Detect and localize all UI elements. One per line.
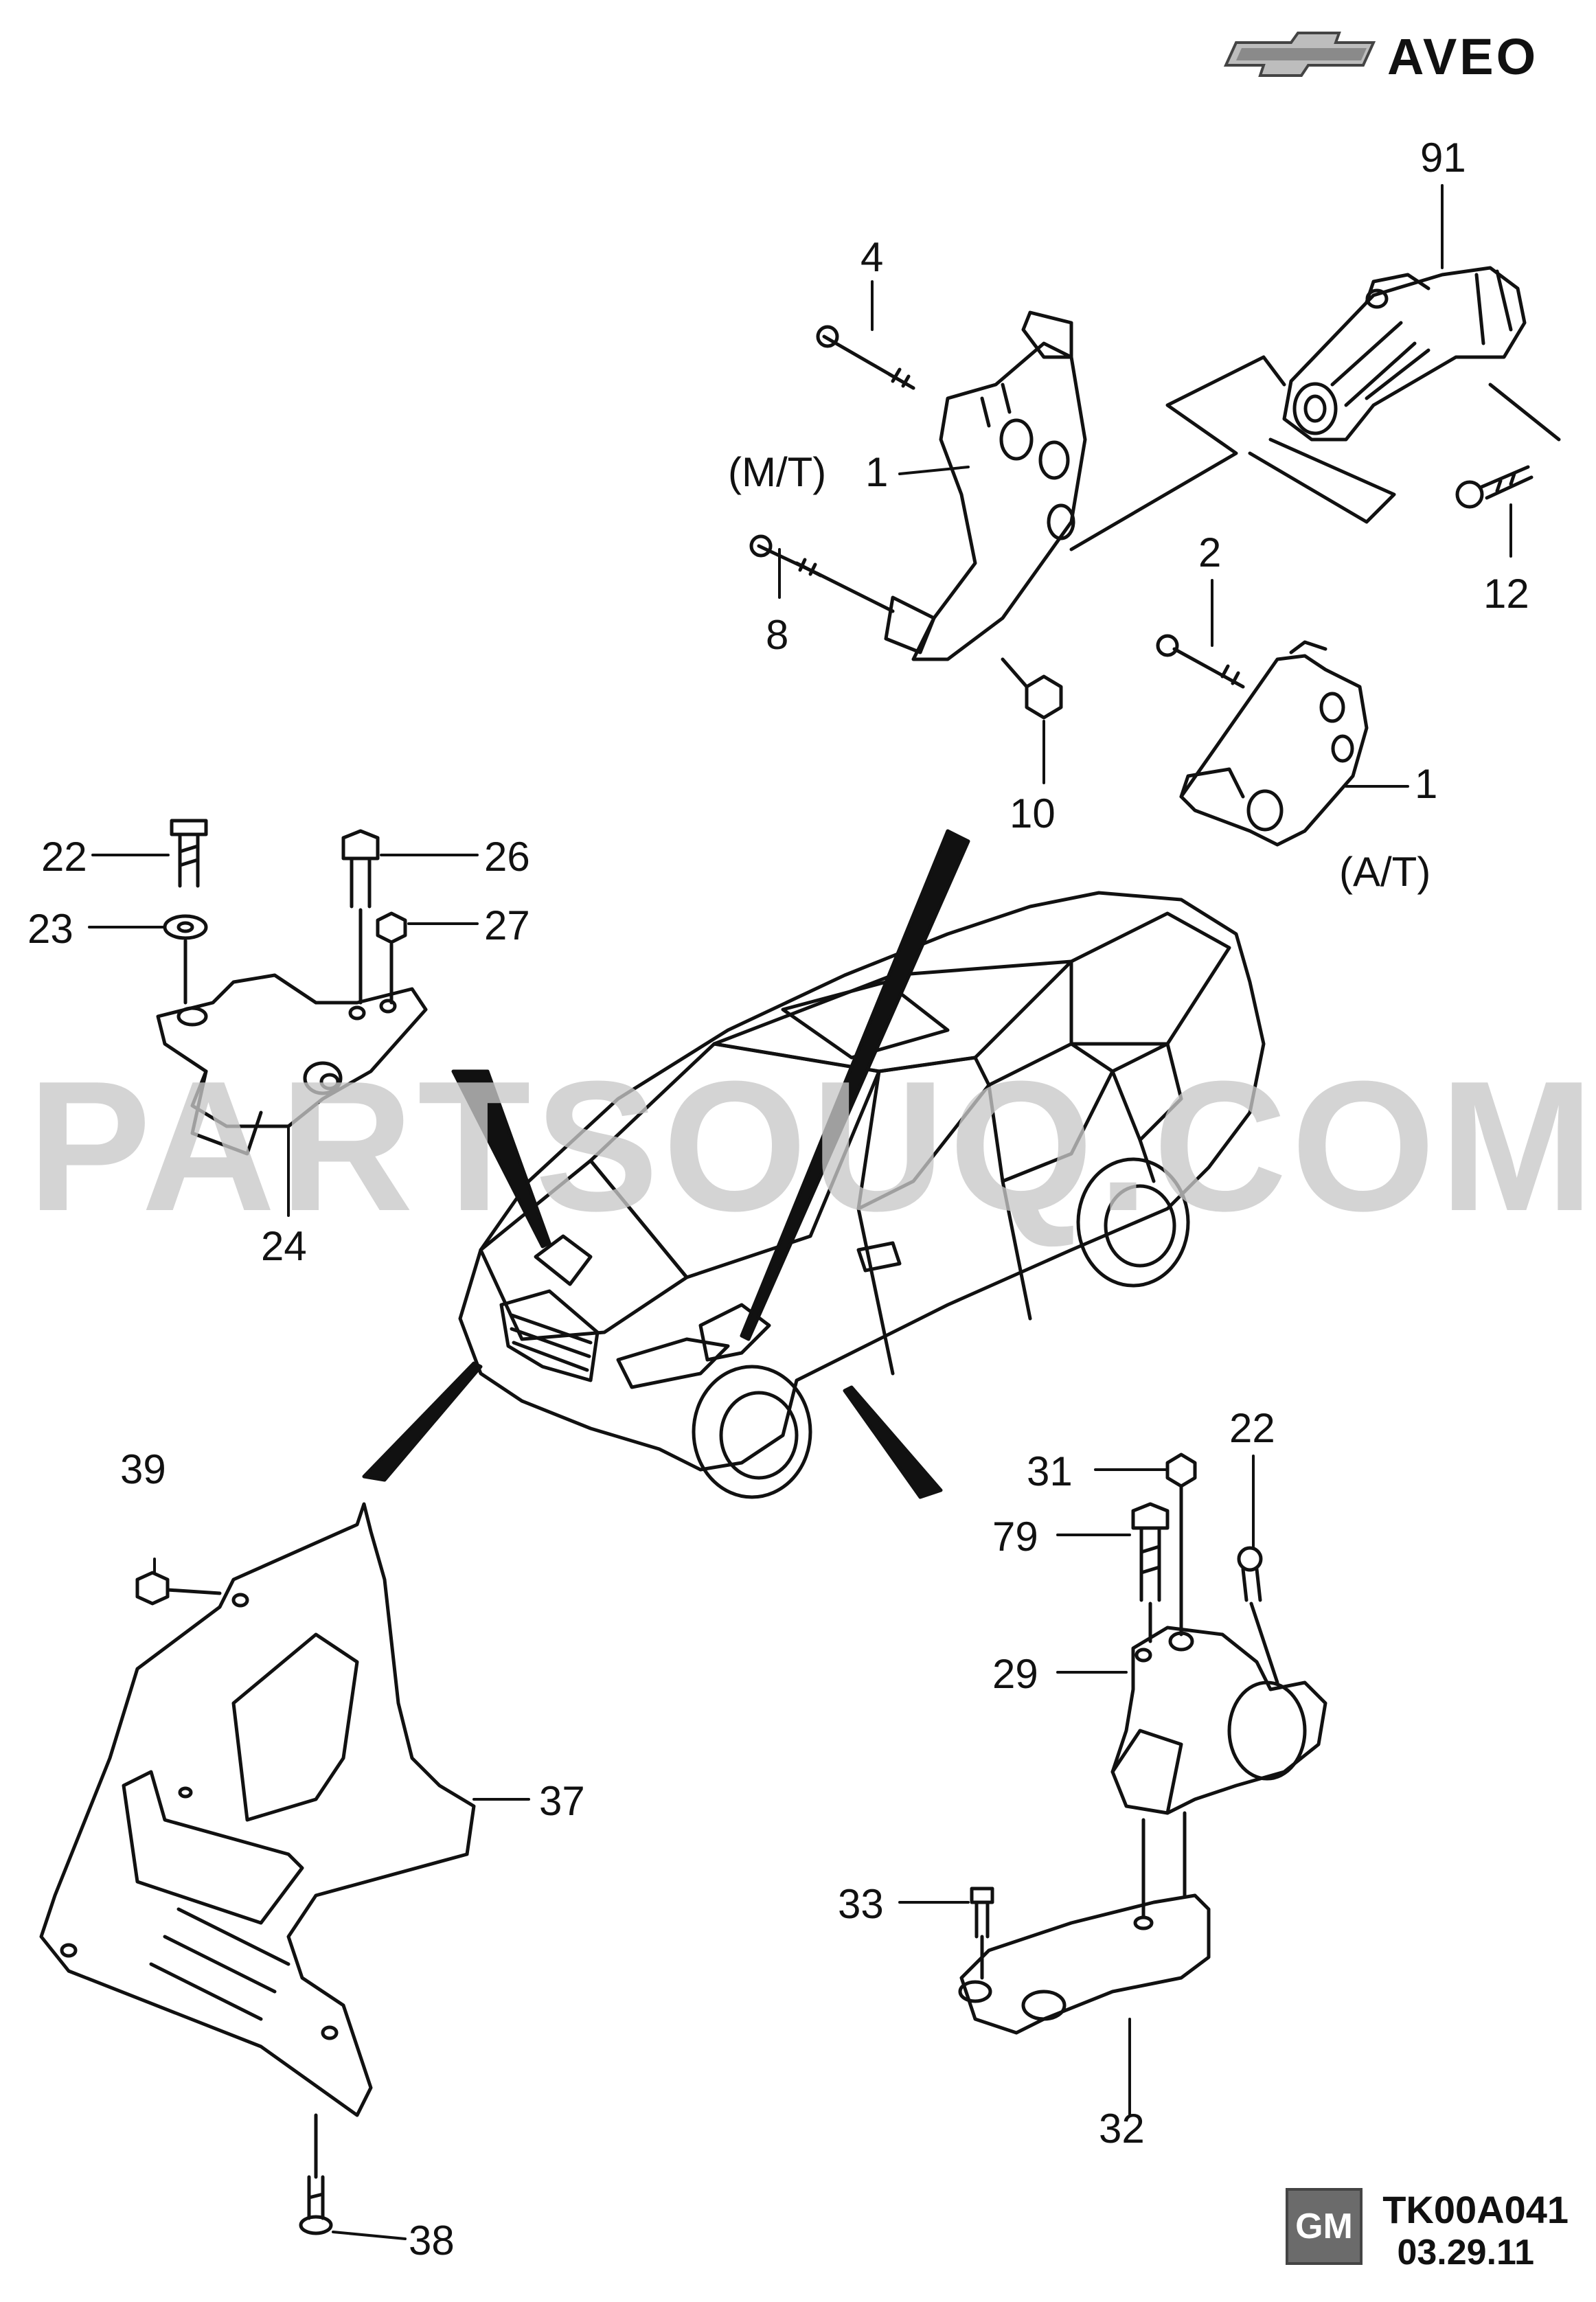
bracket-32	[958, 1893, 1211, 2035]
link-lines-91	[1069, 355, 1561, 551]
pointer-wedge-right-lower	[843, 1385, 943, 1499]
nut-27	[376, 911, 407, 944]
callout-1-mt: 1	[865, 449, 888, 495]
nut-31	[1165, 1452, 1197, 1488]
bolt-22-right	[1237, 1546, 1263, 1602]
callout-26: 26	[484, 834, 530, 880]
washer-23	[163, 914, 208, 940]
bolt-2	[1156, 634, 1245, 689]
callout-27: 27	[484, 902, 530, 948]
gm-logo: GM	[1286, 2188, 1363, 2265]
variant-label-automatic: (A/T)	[1339, 849, 1430, 895]
callout-32: 32	[1099, 2106, 1145, 2152]
callout-8: 8	[766, 612, 788, 658]
bolt-12	[1455, 465, 1534, 509]
transmission-bracket-at	[1179, 640, 1369, 847]
pointer-wedge-left-lower	[362, 1361, 483, 1482]
callout-39: 39	[120, 1446, 166, 1492]
watermark-text: PARTSOUQ.COM	[27, 1043, 1596, 1250]
bolt-79	[1131, 1502, 1170, 1602]
callout-12: 12	[1483, 571, 1529, 617]
engine-mount-24	[156, 973, 428, 1156]
callout-labels: 91 4 (M/T) 1 8 10 2 12 1 (A/T) 22 23 26 …	[27, 135, 1529, 2264]
model-name: AVEO	[1387, 28, 1538, 85]
bolt-33	[970, 1887, 994, 1980]
callout-22-right: 22	[1229, 1405, 1275, 1451]
callout-10: 10	[1010, 790, 1056, 836]
transmission-bracket-mt	[911, 341, 1087, 661]
bolt-26	[341, 829, 380, 909]
bolt-38	[299, 2113, 333, 2235]
bolt-22-left	[170, 819, 208, 888]
pointer-wedge-left-upper	[451, 1069, 551, 1249]
pointer-wedge-top	[740, 829, 970, 1341]
bolt-8	[749, 534, 823, 578]
callout-22-left: 22	[41, 834, 87, 880]
callout-29: 29	[992, 1651, 1038, 1697]
callout-2: 2	[1198, 529, 1221, 576]
callout-37: 37	[539, 1778, 585, 1824]
mt-bracket-group	[749, 310, 1087, 720]
callout-91: 91	[1420, 135, 1466, 181]
bolt-4	[816, 325, 915, 390]
callout-38: 38	[409, 2218, 455, 2264]
callout-1-at: 1	[1415, 761, 1437, 807]
callout-33: 33	[838, 1881, 884, 1927]
callout-23: 23	[27, 906, 73, 952]
brand-header: AVEO	[1223, 28, 1538, 85]
diagram-date: 03.29.11	[1397, 2233, 1534, 2272]
nut-39	[135, 1571, 170, 1606]
engine-mount-29	[1110, 1626, 1327, 1815]
callout-79: 79	[992, 1514, 1038, 1560]
callout-31: 31	[1027, 1448, 1073, 1494]
callout-4: 4	[860, 234, 883, 280]
splash-shield-37	[39, 1502, 476, 2117]
callout-24: 24	[261, 1223, 307, 1269]
leader-lines	[88, 184, 1512, 2240]
nut-10	[1025, 674, 1063, 720]
engine-mount-91	[1282, 266, 1527, 442]
diagram-code: TK00A041	[1382, 2188, 1569, 2231]
variant-label-manual: (M/T)	[728, 449, 826, 495]
